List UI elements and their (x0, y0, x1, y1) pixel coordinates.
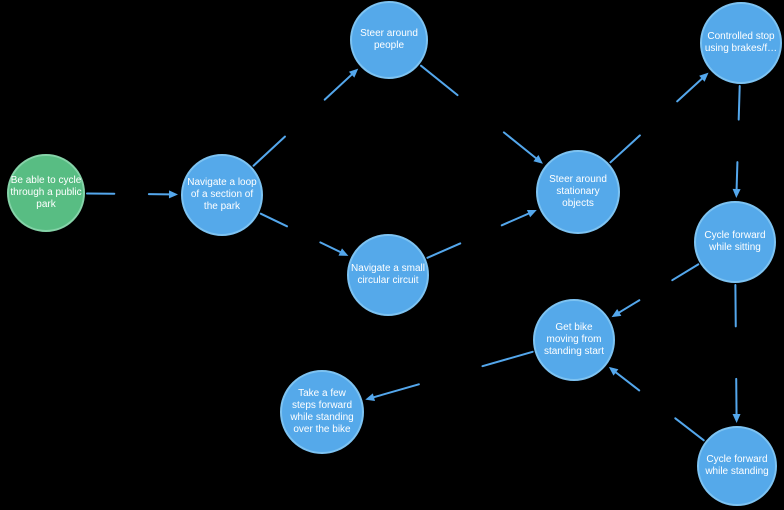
edge-small-circuit-stationary (426, 209, 537, 259)
edge-arrowhead (338, 248, 349, 256)
node-standing[interactable]: Cycle forward while standing (697, 426, 777, 506)
node-steer-people[interactable]: Steer around people (350, 1, 428, 79)
edge-navigate-loop-small-circuit (259, 212, 349, 256)
edge-arrowhead (526, 209, 537, 218)
edge-goal-navigate-loop (85, 190, 179, 199)
node-label: Cycle forward while sitting (704, 230, 766, 253)
edge-arrowhead (608, 366, 619, 376)
edge-get-moving-few-steps (365, 350, 534, 402)
edge-standing-get-moving (608, 366, 705, 442)
edge-arrowhead (348, 68, 359, 78)
node-label: Steer around people (360, 28, 418, 51)
node-small-circuit[interactable]: Navigate a small circular circuit (347, 234, 429, 316)
node-label: Take a few steps forward while standing … (290, 388, 354, 435)
edge-sitting-get-moving (611, 263, 700, 318)
node-label: Get bike moving from standing start (543, 322, 605, 357)
node-label: Controlled stop using brakes/f… (704, 31, 778, 54)
edge-arrowhead (168, 190, 179, 199)
edge-arrowhead (732, 413, 741, 424)
edge-arrowhead (611, 309, 622, 318)
edge-arrowhead (699, 72, 709, 82)
node-goal[interactable]: Be able to cycle through a public park (7, 154, 85, 232)
edge-controlled-stop-sitting (732, 84, 741, 199)
node-sitting[interactable]: Cycle forward while sitting (694, 201, 776, 283)
node-label: Steer around stationary objects (549, 174, 607, 209)
node-few-steps[interactable]: Take a few steps forward while standing … (280, 370, 364, 454)
node-get-moving[interactable]: Get bike moving from standing start (533, 299, 615, 381)
node-label: Be able to cycle through a public park (10, 175, 82, 210)
edge-navigate-loop-steer-people (252, 68, 359, 167)
node-label: Navigate a loop of a section of the park (187, 177, 257, 212)
edge-arrowhead (732, 188, 741, 199)
edge-steer-people-stationary (419, 64, 543, 164)
edge-sitting-standing (732, 283, 741, 424)
node-controlled-stop[interactable]: Controlled stop using brakes/f… (700, 2, 782, 84)
edge-arrowhead (365, 393, 376, 402)
node-label: Navigate a small circular circuit (351, 263, 425, 286)
node-navigate-loop[interactable]: Navigate a loop of a section of the park (181, 154, 263, 236)
edge-arrowhead (533, 155, 543, 164)
edge-stationary-controlled-stop (609, 72, 709, 164)
node-stationary[interactable]: Steer around stationary objects (536, 150, 620, 234)
node-label: Cycle forward while standing (705, 454, 769, 477)
